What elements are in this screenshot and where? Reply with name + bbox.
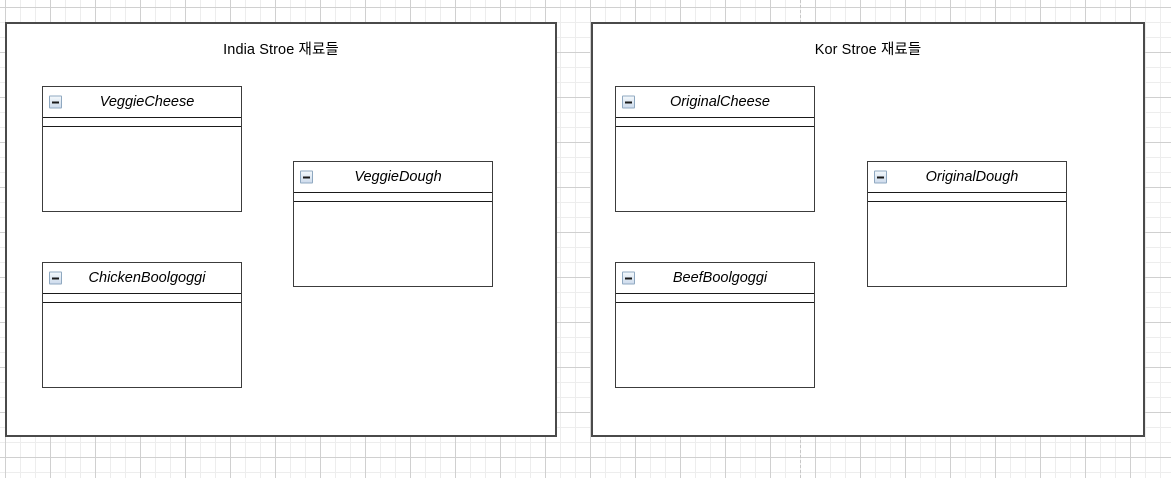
class-box-original-dough[interactable]: OriginalDough: [867, 161, 1067, 287]
collapse-minus-icon[interactable]: [622, 271, 635, 285]
class-name-label: BeefBoolgoggi: [672, 270, 768, 286]
class-name-label: OriginalCheese: [670, 94, 770, 110]
class-name-label: VeggieDough: [354, 169, 442, 185]
class-header: ChickenBoolgoggi: [43, 263, 241, 294]
collapse-minus-icon[interactable]: [49, 271, 62, 285]
class-box-veggie-dough[interactable]: VeggieDough: [293, 161, 493, 287]
class-box-original-cheese[interactable]: OriginalCheese: [615, 86, 815, 212]
class-name-label: VeggieCheese: [99, 94, 195, 110]
class-operations-compartment: [43, 303, 241, 387]
class-operations-compartment: [294, 202, 492, 286]
collapse-minus-icon[interactable]: [300, 170, 313, 184]
class-operations-compartment: [43, 127, 241, 211]
class-header: OriginalCheese: [616, 87, 814, 118]
class-operations-compartment: [616, 303, 814, 387]
class-attributes-compartment: [294, 193, 492, 202]
class-box-beef-boolgoggi[interactable]: BeefBoolgoggi: [615, 262, 815, 388]
class-operations-compartment: [616, 127, 814, 211]
package-title: India Stroe 재료들: [223, 42, 339, 58]
collapse-minus-icon[interactable]: [49, 95, 62, 109]
collapse-minus-icon[interactable]: [622, 95, 635, 109]
collapse-minus-icon[interactable]: [874, 170, 887, 184]
class-name-label: OriginalDough: [925, 169, 1019, 185]
class-box-veggie-cheese[interactable]: VeggieCheese: [42, 86, 242, 212]
class-attributes-compartment: [43, 294, 241, 303]
class-header: VeggieDough: [294, 162, 492, 193]
class-attributes-compartment: [616, 118, 814, 127]
class-header: OriginalDough: [868, 162, 1066, 193]
class-header: BeefBoolgoggi: [616, 263, 814, 294]
class-attributes-compartment: [616, 294, 814, 303]
class-attributes-compartment: [43, 118, 241, 127]
class-name-label: ChickenBoolgoggi: [88, 270, 206, 286]
class-attributes-compartment: [868, 193, 1066, 202]
class-header: VeggieCheese: [43, 87, 241, 118]
class-operations-compartment: [868, 202, 1066, 286]
class-box-chicken-boolgoggi[interactable]: ChickenBoolgoggi: [42, 262, 242, 388]
package-title: Kor Stroe 재료들: [814, 42, 922, 58]
